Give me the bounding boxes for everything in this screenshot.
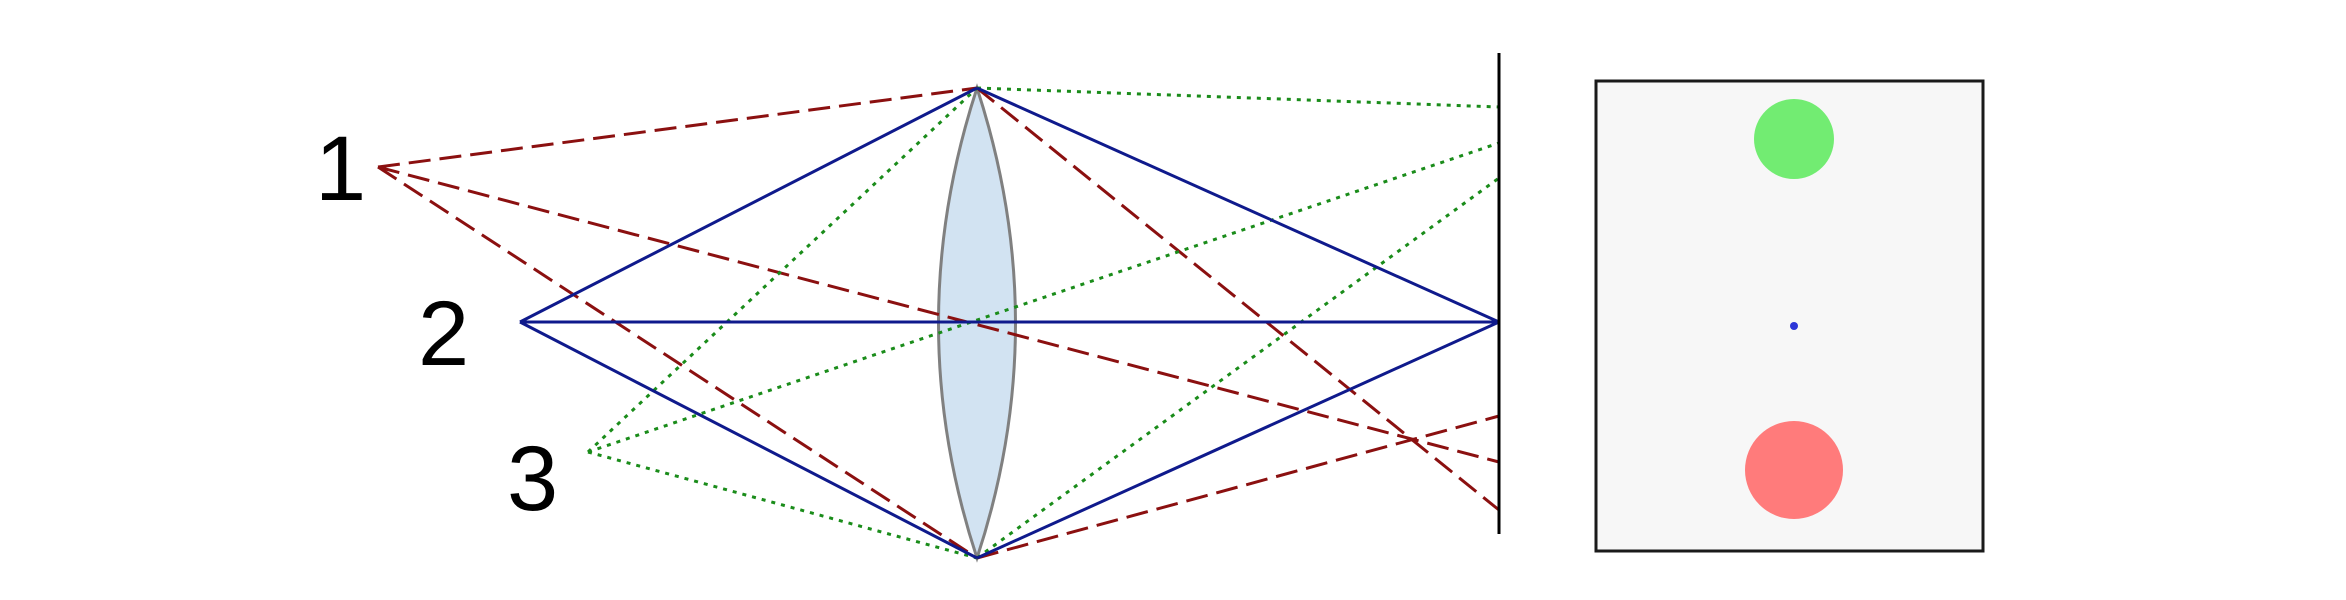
point-3-spot xyxy=(1754,99,1834,179)
rays-point-2 xyxy=(519,86,1500,560)
point-2-label: 2 xyxy=(418,283,469,385)
point-2-spot xyxy=(1790,322,1798,330)
point-1-label: 1 xyxy=(315,118,366,220)
rays-point-1 xyxy=(377,86,1500,560)
rays-point-3 xyxy=(586,86,1500,560)
point-3-label: 3 xyxy=(507,428,558,530)
point-1-spot xyxy=(1745,421,1843,519)
